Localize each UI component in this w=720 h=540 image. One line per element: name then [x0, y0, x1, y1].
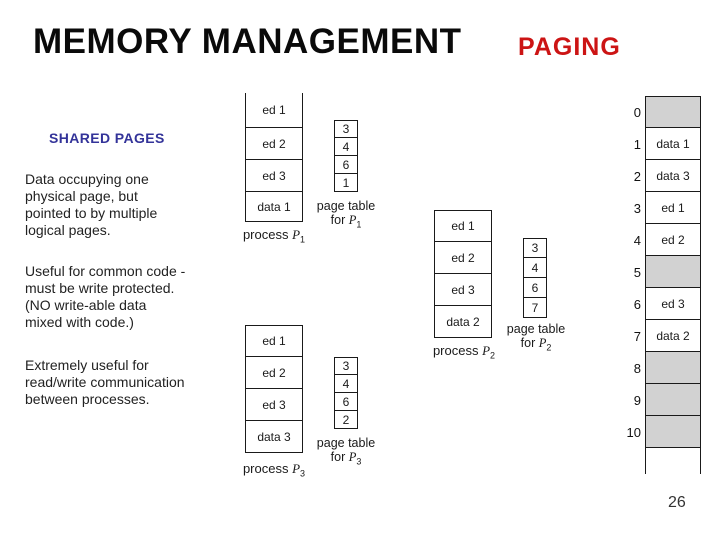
- process-p3-caption: process P3: [233, 461, 315, 479]
- page-table-cell: 4: [334, 375, 358, 393]
- page-table-cell: 4: [523, 258, 547, 278]
- caption-text: page table: [316, 199, 376, 213]
- process-p2-caption: process P2: [421, 343, 507, 361]
- stack-cell: data 1: [245, 192, 303, 222]
- stack-cell: data 3: [245, 421, 303, 453]
- memory-frame-3: ed 1: [645, 192, 701, 224]
- frame-label: data 2: [656, 328, 690, 343]
- frame-number: 6: [633, 297, 641, 312]
- process-stack-p2: ed 1 ed 2 ed 3 data 2: [434, 210, 492, 338]
- process-stack-p1: ed 1 ed 2 ed 3 data 1: [245, 93, 303, 222]
- frame-label: ed 2: [661, 232, 685, 247]
- memory-frame-0: [645, 96, 701, 128]
- frame-label: data 3: [656, 168, 690, 183]
- process-variable: P: [538, 336, 547, 350]
- paragraph-data-occupying: Data occupying one physical page, but po…: [25, 171, 158, 238]
- slide-subtitle: PAGING: [518, 33, 621, 61]
- stack-cell: data 2: [434, 306, 492, 338]
- frame-number: 7: [633, 329, 641, 344]
- frame-label: ed 1: [661, 200, 685, 215]
- frame-number: 5: [633, 265, 641, 280]
- page-table-cell: 6: [523, 278, 547, 298]
- memory-frame-1: data 1: [645, 128, 701, 160]
- page-table-cell: 6: [334, 393, 358, 411]
- caption-text: for: [520, 336, 539, 350]
- caption-text: process: [432, 343, 483, 358]
- frame-number: 1: [633, 137, 641, 152]
- process-p1-caption: process P1: [233, 227, 315, 245]
- stack-cell: ed 3: [434, 274, 492, 306]
- stack-cell: ed 1: [245, 325, 303, 357]
- process-stack-p3: ed 1 ed 2 ed 3 data 3: [245, 325, 303, 453]
- section-heading: SHARED PAGES: [49, 130, 165, 146]
- caption-text: page table: [316, 436, 376, 450]
- caption-text: page table: [506, 322, 566, 336]
- page-table-cell: 3: [334, 120, 358, 138]
- slide-title: MEMORY MANAGEMENT: [33, 22, 462, 61]
- page-table-cell: 3: [523, 238, 547, 258]
- process-subscript: 1: [300, 234, 306, 245]
- memory-frame-6: ed 3: [645, 288, 701, 320]
- process-subscript: 2: [546, 342, 552, 353]
- stack-cell: ed 1: [434, 210, 492, 242]
- memory-frame-5: [645, 256, 701, 288]
- memory-frame-10: [645, 416, 701, 448]
- paragraph-communication: Extremely useful for read/write communic…: [25, 357, 185, 407]
- page-table-cell: 2: [334, 411, 358, 429]
- process-subscript: 1: [356, 219, 362, 230]
- stack-cell: ed 2: [434, 242, 492, 274]
- process-variable: P: [348, 450, 357, 464]
- process-subscript: 2: [490, 350, 496, 361]
- caption-text: for: [330, 450, 349, 464]
- memory-frame-9: [645, 384, 701, 416]
- stack-cell: ed 3: [245, 160, 303, 192]
- stack-cell: ed 2: [245, 128, 303, 160]
- page-table-cell: 4: [334, 138, 358, 156]
- page-table-p3: 3 4 6 2: [334, 357, 358, 429]
- memory-frame-7: data 2: [645, 320, 701, 352]
- page-table-p2-caption: page table for P2: [496, 322, 576, 355]
- page-table-p1: 3 4 6 1: [334, 120, 358, 192]
- frame-number: 3: [633, 201, 641, 216]
- stack-cell: ed 2: [245, 357, 303, 389]
- page-table-cell: 6: [334, 156, 358, 174]
- caption-text: process: [242, 461, 293, 476]
- frame-number: 9: [633, 393, 641, 408]
- paragraph-common-code: Useful for common code - must be write p…: [25, 263, 186, 330]
- frame-label: data 1: [656, 136, 690, 151]
- process-subscript: 3: [300, 468, 306, 479]
- frame-number: 2: [633, 169, 641, 184]
- process-subscript: 3: [356, 456, 362, 467]
- process-variable: P: [348, 213, 357, 227]
- memory-frame-2: data 3: [645, 160, 701, 192]
- process-variable: P: [292, 461, 301, 476]
- frame-number: 0: [633, 105, 641, 120]
- page-table-cell: 7: [523, 298, 547, 318]
- page-number: 26: [668, 494, 686, 511]
- process-variable: P: [292, 227, 301, 242]
- stack-cell: ed 3: [245, 389, 303, 421]
- memory-frame-4: ed 2: [645, 224, 701, 256]
- page-table-cell: 3: [334, 357, 358, 375]
- page-table-p2: 3 4 6 7: [523, 238, 547, 318]
- caption-text: for: [330, 213, 349, 227]
- frame-number: 4: [633, 233, 641, 248]
- frame-number: 8: [633, 361, 641, 376]
- caption-text: process: [242, 227, 293, 242]
- process-variable: P: [482, 343, 491, 358]
- memory-frame-8: [645, 352, 701, 384]
- page-table-cell: 1: [334, 174, 358, 192]
- frame-label: ed 3: [661, 296, 685, 311]
- page-table-p3-caption: page table for P3: [306, 436, 386, 469]
- frame-number: 10: [626, 425, 641, 440]
- stack-cell: ed 1: [245, 93, 303, 128]
- page-table-p1-caption: page table for P1: [306, 199, 386, 232]
- memory-column-open-bottom: [645, 448, 701, 474]
